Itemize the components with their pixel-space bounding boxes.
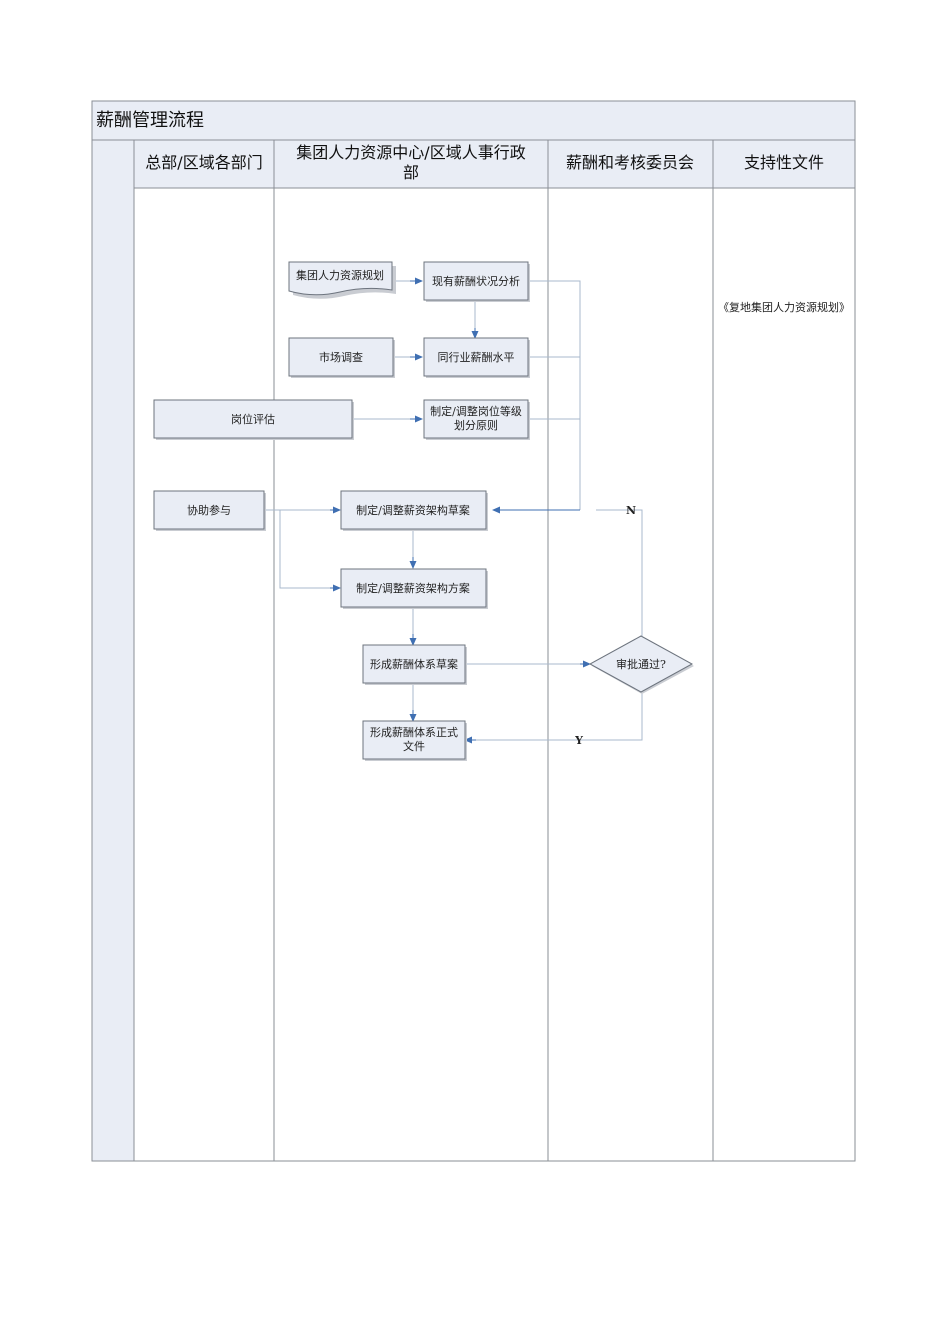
lane-header-hr-cont: 部	[403, 163, 419, 182]
lane-header-hr: 集团人力资源中心/区域人事行政	[296, 143, 525, 162]
branch-label-yes: Y	[574, 734, 583, 747]
lane-body	[91, 187, 856, 1162]
node-grade-principles: 制定/调整岗位等级 划分原则	[423, 399, 530, 440]
header-row	[91, 139, 856, 189]
connectors	[264, 280, 643, 741]
node-assist: 协助参与	[153, 490, 266, 531]
node-label: 形成薪酬体系正式	[370, 725, 458, 739]
node-label: 集团人力资源规划	[296, 268, 384, 282]
node-salary-analysis: 现有薪酬状况分析	[423, 261, 530, 302]
node-label: 协助参与	[187, 503, 231, 517]
node-structure-draft: 制定/调整薪资架构草案	[340, 490, 488, 531]
connector	[528, 280, 581, 510]
lane-header-docs: 支持性文件	[744, 153, 824, 172]
node-structure-plan: 制定/调整薪资架构方案	[340, 568, 488, 609]
node-label: 制定/调整岗位等级	[430, 404, 522, 418]
node-label: 岗位评估	[231, 412, 275, 426]
node-market-survey: 市场调查	[288, 337, 395, 378]
node-label: 现有薪酬状况分析	[432, 274, 520, 288]
node-label: 同行业薪酬水平	[438, 351, 515, 364]
arrowheads	[330, 277, 591, 744]
node-system-draft: 形成薪酬体系草案	[362, 644, 467, 685]
node-industry-level: 同行业薪酬水平	[423, 337, 530, 378]
lane-header-dept: 总部/区域各部门	[145, 153, 262, 172]
node-system-final: 形成薪酬体系正式 文件	[362, 720, 467, 761]
title-bar	[91, 100, 856, 141]
node-job-evaluation: 岗位评估	[153, 399, 354, 440]
lane-header-committee: 薪酬和考核委员会	[566, 153, 694, 172]
node-label: 形成薪酬体系草案	[370, 657, 458, 671]
left-margin-column	[91, 139, 135, 1162]
branch-label-no: N	[626, 504, 636, 517]
node-label-cont: 划分原则	[454, 419, 498, 432]
support-document: 《复地集团人力资源规划》	[718, 300, 850, 314]
node-label: 审批通过?	[616, 657, 666, 671]
page-title: 薪酬管理流程	[96, 110, 204, 131]
connector	[596, 509, 643, 636]
node-approval-decision: 审批通过?	[588, 635, 694, 694]
node-label-cont: 文件	[403, 739, 425, 753]
node-label: 制定/调整薪资架构草案	[356, 503, 470, 517]
node-label: 市场调查	[319, 350, 363, 364]
node-label: 制定/调整薪资架构方案	[356, 581, 470, 595]
node-plan-document: 集团人力资源规划	[288, 261, 396, 299]
connector	[470, 692, 643, 741]
